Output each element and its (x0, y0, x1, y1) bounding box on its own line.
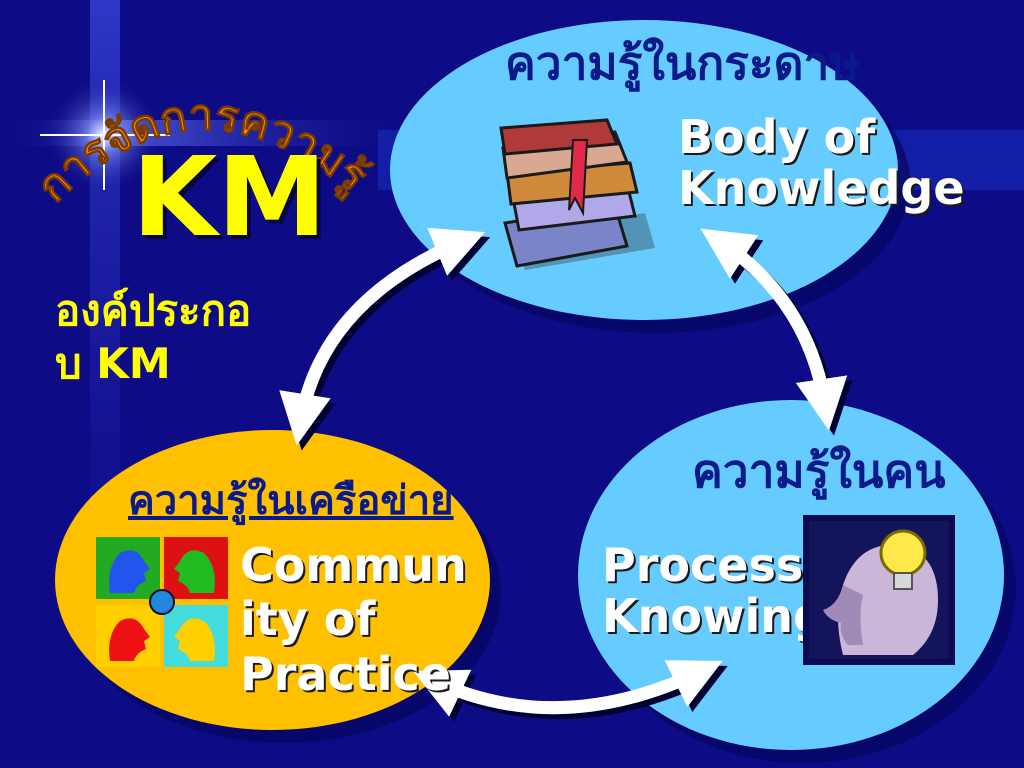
body-of-knowledge-line-2: Knowledge (678, 160, 965, 215)
left-circle-title: ความรู้ในเครือข่าย (128, 478, 454, 524)
arc-title: การจัดการความรู้ (27, 89, 378, 213)
top-circle-title: ความรู้ในกระดาษ (505, 36, 860, 90)
people-network-icon (96, 537, 228, 667)
community-of-practice-label: Commun ity of Practice (240, 538, 467, 701)
head-lightbulb-icon (803, 515, 955, 665)
subtitle-line-2: บ KM (55, 338, 171, 388)
arrow-top-right (700, 228, 848, 431)
arrow-left-top (279, 227, 486, 446)
process-knowing-line-2: Knowing (602, 588, 826, 643)
process-knowing-line-1: Process (602, 538, 804, 592)
subtitle: องค์ประกอ บ KM (55, 285, 251, 390)
subtitle-line-1: องค์ประกอ (55, 286, 252, 335)
books-icon (499, 118, 655, 270)
right-circle-title: ความรู้ในคน (692, 444, 946, 498)
body-of-knowledge-line-1: Body of (678, 110, 876, 164)
arrow-top-right-shadow (705, 233, 853, 436)
body-of-knowledge-label: Body of Knowledge (678, 112, 965, 213)
process-knowing-label: Process Knowing (602, 540, 826, 641)
arrow-left-right (413, 660, 723, 717)
